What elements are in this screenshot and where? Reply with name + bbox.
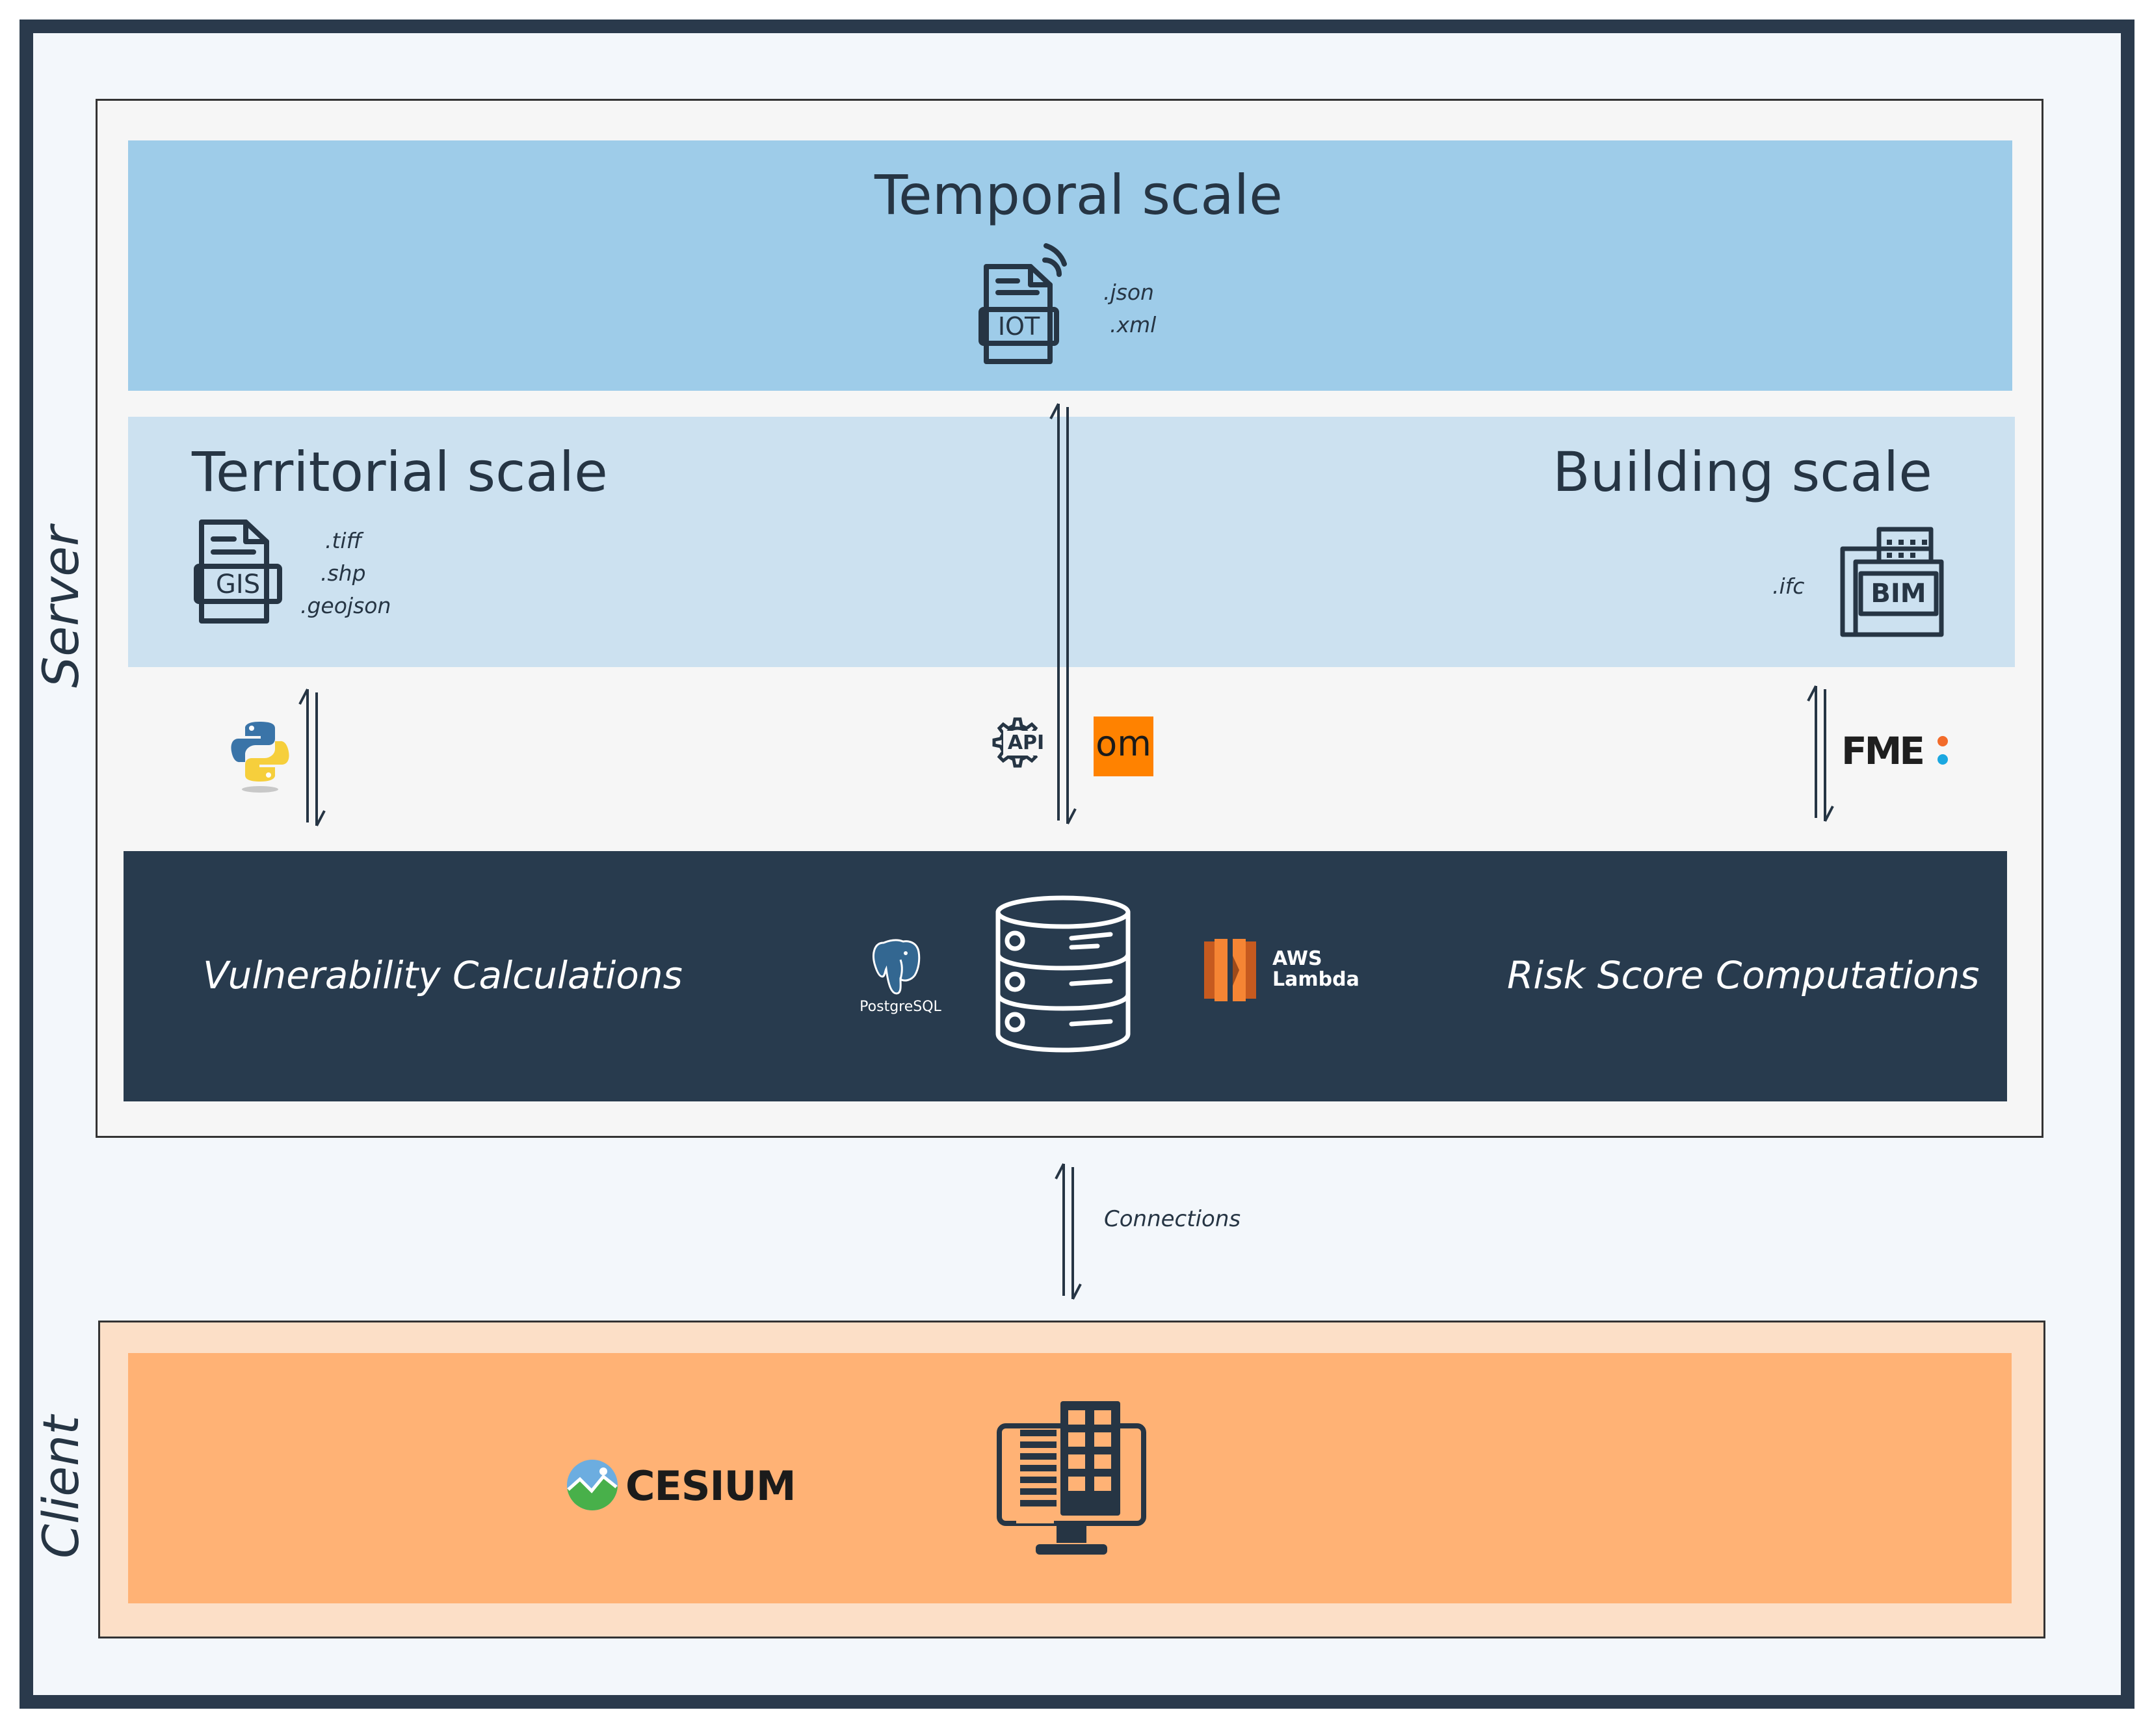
api-gear-icon: API: [985, 715, 1049, 774]
gis-icon: GIS: [194, 517, 285, 624]
territorial-building-band: [128, 417, 2015, 667]
postgresql-logo-icon: PostgreSQL: [855, 934, 946, 1018]
arrow-gis-to-database: [296, 686, 328, 829]
bim-icon: BIM: [1840, 525, 1945, 637]
monitor-building-icon: [997, 1401, 1146, 1557]
aws-label: AWS: [1272, 947, 1322, 970]
temporal-ext-xml: .xml: [1110, 312, 1157, 337]
postgresql-label: PostgreSQL: [860, 999, 941, 1015]
python-logo-icon: [231, 720, 289, 793]
building-scale-title: Building scale: [1553, 440, 1932, 504]
connections-label: Connections: [1104, 1206, 1241, 1232]
database-server-icon: [993, 894, 1133, 1053]
om-logo-label: om: [1096, 723, 1151, 764]
om-logo-icon: om: [1094, 717, 1153, 776]
building-ext-ifc: .ifc: [1772, 573, 1805, 599]
territorial-ext-geojson: .geojson: [300, 593, 391, 618]
arrow-server-to-client: [1052, 1161, 1084, 1302]
fme-dot-orange-icon: [1937, 736, 1948, 746]
gis-icon-label: GIS: [215, 570, 261, 599]
aws-lambda-logo-icon: AWS Lambda: [1204, 939, 1360, 1004]
vulnerability-calculations-label: Vulnerability Calculations: [203, 953, 683, 997]
arrow-bim-to-database: [1804, 683, 1837, 824]
bim-icon-label: BIM: [1871, 579, 1926, 609]
fme-logo-icon: FME: [1841, 728, 1958, 774]
temporal-scale-title: Temporal scale: [874, 163, 1283, 227]
territorial-scale-title: Territorial scale: [192, 440, 608, 504]
database-band: [124, 851, 2007, 1101]
arrow-iot-to-database: [1047, 401, 1079, 827]
territorial-ext-tiff: .tiff: [325, 528, 362, 553]
client-label: Client: [32, 1415, 90, 1558]
risk-score-computations-label: Risk Score Computations: [1507, 953, 1980, 997]
fme-logo-label: FME: [1841, 729, 1925, 773]
temporal-ext-json: .json: [1103, 280, 1154, 305]
temporal-scale-band: [128, 140, 2012, 391]
lambda-label: Lambda: [1272, 968, 1359, 991]
iot-icon-label: IOT: [997, 312, 1040, 341]
server-label: Server: [32, 525, 90, 688]
api-icon-label: API: [1003, 731, 1049, 756]
iot-icon: IOT: [978, 241, 1067, 364]
territorial-ext-shp: .shp: [321, 560, 366, 586]
fme-dot-blue-icon: [1937, 754, 1948, 765]
cesium-label: CESIUM: [625, 1462, 796, 1510]
cesium-logo-icon: CESIUM: [566, 1458, 839, 1517]
